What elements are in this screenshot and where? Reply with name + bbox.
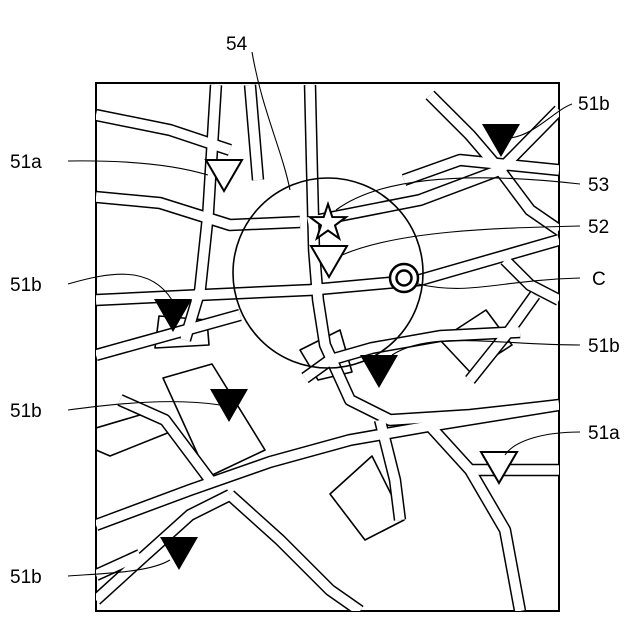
label-51b-left-2: 51b	[10, 401, 42, 422]
label-c: C	[592, 269, 606, 290]
label-52: 52	[588, 217, 609, 238]
label-51b-top-right: 51b	[578, 94, 610, 115]
label-51b-right-2: 51b	[588, 336, 620, 357]
label-51a-bottom-right: 51a	[588, 423, 620, 444]
double-circle-icon[interactable]	[390, 264, 418, 292]
label-zone-54: 54	[226, 34, 248, 55]
label-51b-left-1: 51b	[10, 275, 42, 296]
label-51a-top-left: 51a	[10, 152, 42, 173]
label-51b-bottom-left: 51b	[10, 567, 42, 588]
label-53: 53	[588, 175, 609, 196]
